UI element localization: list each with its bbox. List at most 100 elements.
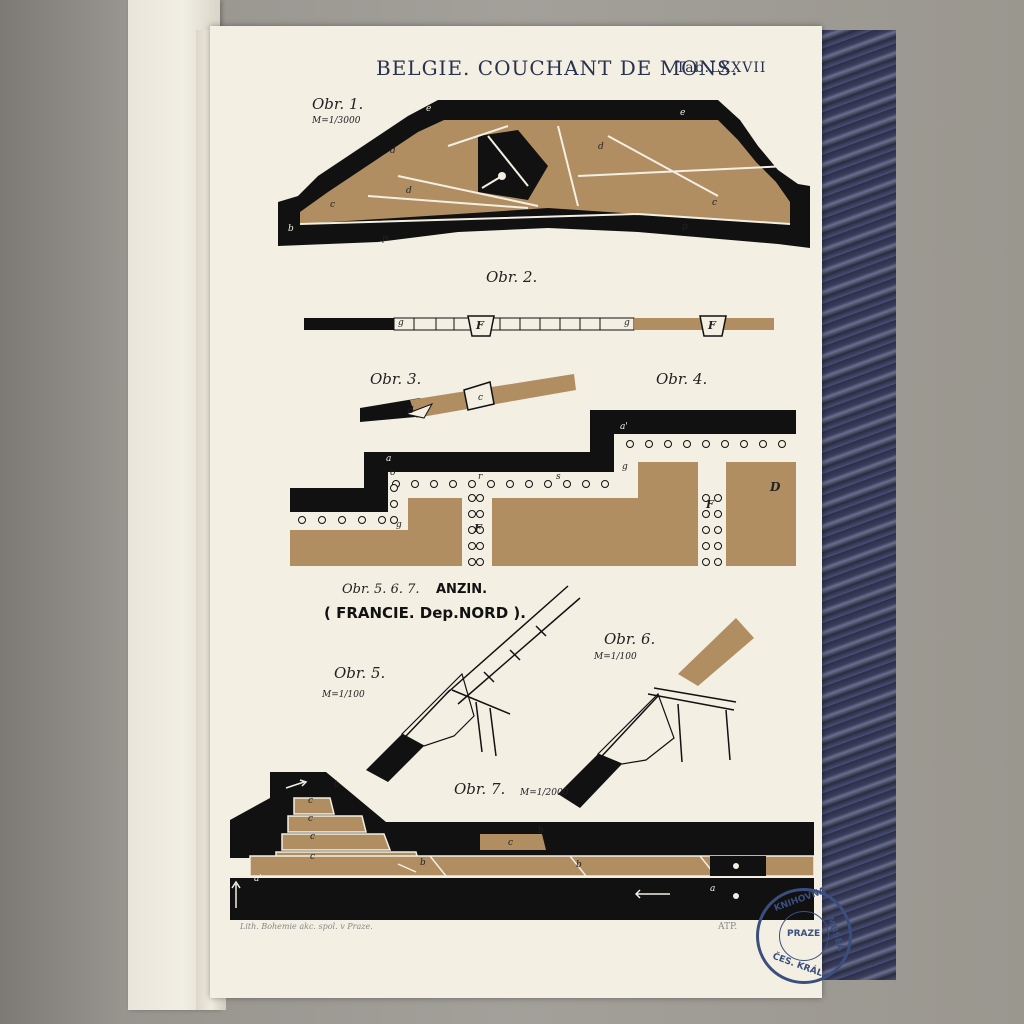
pillar-dot: [714, 510, 722, 518]
pillar-dot: [487, 480, 495, 488]
pillar-dot: [740, 440, 748, 448]
figure-4-letter: g: [396, 520, 402, 530]
pillar-dot: [525, 480, 533, 488]
pillar-dot: [702, 542, 710, 550]
figure-7-letter: c: [308, 796, 314, 806]
country-name: ( FRANCIE. Dep.NORD ).: [324, 604, 526, 622]
figure-1-letter: p: [682, 222, 688, 232]
figure-4-letter: a': [620, 422, 628, 432]
pillar-dot: [626, 440, 634, 448]
figure-6-diagram: [558, 618, 754, 808]
pillar-dot: [390, 516, 398, 524]
place-name: ANZIN.: [436, 582, 488, 597]
pillar-dot: [683, 440, 691, 448]
figure-3-label: Obr. 3.: [370, 370, 422, 388]
figure-1-letter: e: [680, 108, 686, 118]
pillar-dot: [714, 542, 722, 550]
pillar-dot: [645, 440, 653, 448]
pillar-dot: [702, 510, 710, 518]
figure-7-letter: c: [508, 838, 514, 848]
figure-1-letter: a: [290, 186, 296, 196]
pillar-dot: [601, 480, 609, 488]
figure-2-letter: F: [708, 319, 716, 332]
marbled-cover: [812, 30, 896, 980]
stamp-inner-ring: [779, 911, 829, 961]
figure-3-diagram: [360, 374, 576, 422]
figure-7-label: Obr. 7.: [454, 780, 506, 798]
pillar-dot: [714, 526, 722, 534]
pillar-dot: [468, 494, 476, 502]
figure-2-letter: F: [476, 319, 484, 332]
figure-5-label: Obr. 5.: [334, 664, 386, 682]
figure-4-letter: r: [478, 472, 483, 482]
pillar-dot: [582, 480, 590, 488]
figure-1-letter: c: [712, 198, 718, 208]
pillar-dot: [468, 510, 476, 518]
figure-4-label: Obr. 4.: [656, 370, 708, 388]
pillar-dot: [778, 440, 786, 448]
lithograph-plate: BELGIE. COUCHANT DE MONS. Tab.LXXVII Obr…: [210, 26, 852, 998]
figure-5-scale: M=1/100: [322, 690, 365, 700]
pillar-dot: [468, 558, 476, 566]
figure-3-letter: d: [408, 406, 414, 416]
pillar-dot: [468, 542, 476, 550]
figure-1-label: Obr. 1.: [312, 95, 364, 113]
pillar-dot: [714, 558, 722, 566]
pillar-dot: [702, 558, 710, 566]
figure-4-diagram: [290, 410, 796, 566]
pillar-dot: [318, 516, 326, 524]
figure-1-scale: M=1/3000: [312, 116, 361, 126]
pillar-dot: [430, 480, 438, 488]
library-stamp: KNIHOVNA MUSEA PRAZE ČES. KRÁL.: [756, 886, 852, 984]
pillar-dot: [476, 542, 484, 550]
pillar-dot: [390, 484, 398, 492]
pillar-dot: [759, 440, 767, 448]
pillar-dot: [338, 516, 346, 524]
figure-5-diagram: [366, 585, 581, 782]
figure-7-scale: M=1/2000: [520, 788, 569, 798]
pillar-dot: [411, 480, 419, 488]
figure-2-label: Obr. 2.: [486, 268, 538, 286]
figure-1-letter: d: [390, 146, 396, 156]
pillar-dot: [506, 480, 514, 488]
figure-6-label: Obr. 6.: [604, 630, 656, 648]
pillar-dot: [298, 516, 306, 524]
figure-1-letter: b: [288, 224, 294, 234]
pillar-dot: [390, 500, 398, 508]
figure-6-scale: M=1/100: [594, 652, 637, 662]
lithographer-credit: Lith. Bohemie akc. spol. v Praze.: [240, 922, 373, 931]
figure-1-letter: d: [406, 186, 412, 196]
stamp-text-center: PRAZE: [787, 929, 821, 939]
figure-4-letter: o: [390, 468, 396, 478]
figure-2-letter: g: [398, 318, 404, 328]
pillar-dot: [378, 516, 386, 524]
figure-7-letter: c: [310, 832, 316, 842]
artist-initials: ATP.: [718, 922, 738, 932]
figure-3-letter: c: [478, 393, 484, 403]
pillar-dot: [702, 526, 710, 534]
pillar-dot: [476, 526, 484, 534]
figure-1-letter: c: [330, 200, 336, 210]
pillar-dot: [468, 526, 476, 534]
figure-4-letter: F: [706, 498, 714, 511]
pillar-dot: [476, 510, 484, 518]
pillar-dot: [476, 558, 484, 566]
figure-7-letter: c: [310, 852, 316, 862]
pillar-dot: [468, 480, 476, 488]
figure-4-letter: a: [386, 454, 392, 464]
pillar-dot: [721, 440, 729, 448]
figure-7-letter: c: [308, 814, 314, 824]
figure-7-letter: a: [710, 884, 716, 894]
figure-4-letter: F: [474, 522, 482, 535]
figure-2-letter: g: [624, 318, 630, 328]
figure-7-diagram: [230, 772, 815, 920]
figure-7-letter: b: [420, 858, 426, 868]
pillar-dot: [714, 494, 722, 502]
plate-number: Tab.LXXVII: [676, 60, 767, 76]
figure-4-letter: s: [556, 472, 561, 482]
figure-1-letter: p: [382, 234, 388, 244]
figure-7-letter: a': [254, 874, 262, 884]
pillar-dot: [664, 440, 672, 448]
pillar-dot: [449, 480, 457, 488]
